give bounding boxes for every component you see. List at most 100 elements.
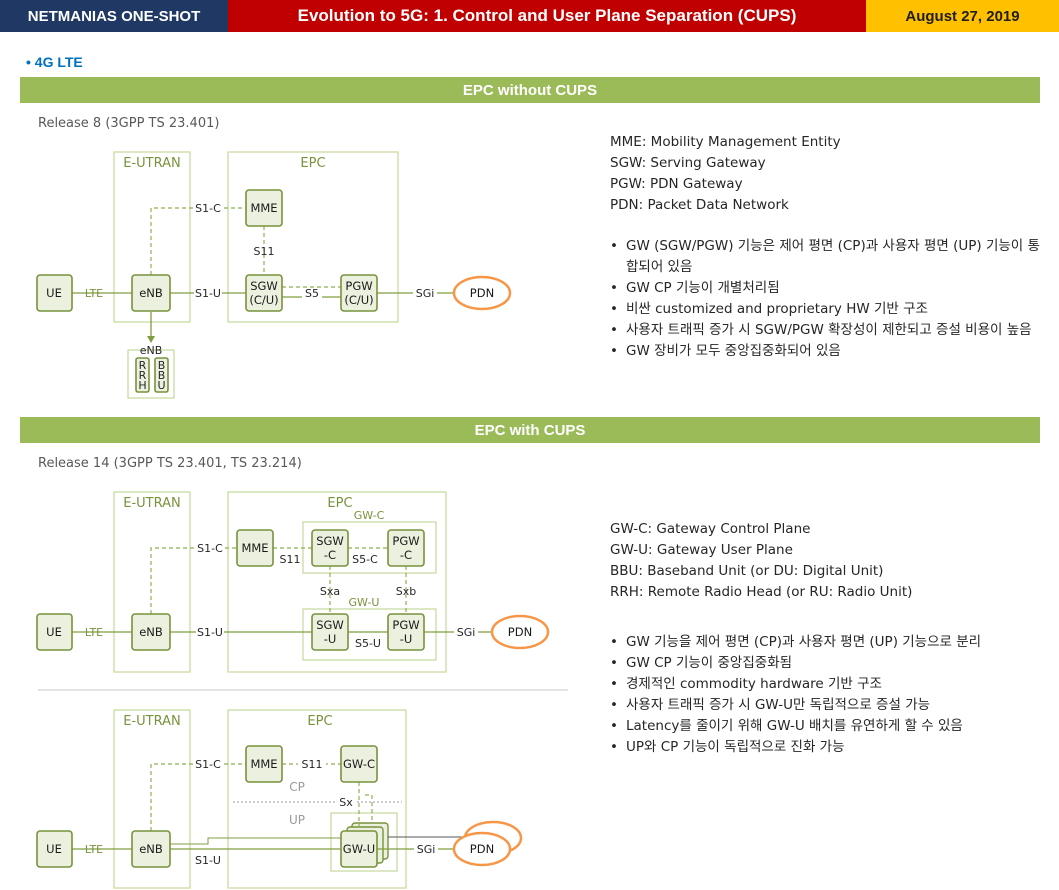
epc-label: EPC: [300, 156, 325, 171]
rrh-letter: H: [138, 379, 146, 392]
s1u-label: S1-U: [197, 626, 223, 639]
sgw-u-label: SGW: [316, 618, 344, 632]
bullet-item: 사용자 트래픽 증가 시 GW-U만 독립적으로 증설 가능: [610, 695, 1040, 716]
s5u-label: S5-U: [355, 637, 381, 650]
gwc-label: GW-C: [343, 757, 375, 771]
rrh-letter: R: [139, 369, 147, 382]
release-note-8: Release 8 (3GPP TS 23.401): [38, 116, 220, 131]
release-note-14: Release 14 (3GPP TS 23.401, TS 23.214): [38, 456, 302, 471]
eutran-label: E-UTRAN: [123, 714, 180, 729]
enb-node: [131, 613, 171, 651]
definition-item: GW-C: Gateway Control Plane: [610, 521, 811, 537]
pdn-label: PDN: [508, 625, 532, 639]
s11-label: S11: [254, 245, 275, 258]
s5-label: S5: [305, 287, 319, 300]
sgw-mode-label: (C/U): [249, 293, 278, 307]
enb-label: eNB: [139, 842, 163, 856]
sgw-u-node: [311, 613, 349, 651]
enb-label: eNB: [139, 286, 163, 300]
epc-region: [227, 491, 447, 673]
sxa-label: Sxa: [320, 585, 340, 598]
bullet-item: Latency를 줄이기 위해 GW-U 배치를 유연하게 할 수 있음: [610, 716, 1040, 737]
eutran-region: [113, 709, 191, 889]
date-label: August 27, 2019: [866, 0, 1059, 32]
s5c-label: S5-C: [352, 553, 378, 566]
link-s1c: [150, 763, 246, 831]
pdn-label: PDN: [470, 286, 494, 300]
sgi-label: SGi: [457, 626, 476, 639]
definitions-2: GW-C: Gateway Control Plane GW-U: Gatewa…: [610, 519, 912, 603]
ue-label: UE: [46, 286, 62, 300]
eutran-region: [113, 151, 191, 323]
mme-node: [245, 189, 283, 227]
up-label: UP: [289, 813, 305, 827]
lte-label: LTE: [85, 287, 103, 300]
definition-item: PGW: PDN Gateway: [610, 176, 743, 192]
subheading-text: 4G LTE: [34, 54, 83, 70]
mme-label: MME: [250, 757, 277, 771]
sgw-label: SGW: [250, 279, 278, 293]
enb-node: [131, 274, 171, 312]
rrh-node: [135, 357, 150, 393]
section-bar-without-cups: EPC without CUPS: [20, 77, 1040, 103]
sgw-u-suffix: -U: [324, 632, 337, 646]
mme-node: [236, 529, 274, 567]
bullet-list-1: GW (SGW/PGW) 기능은 제어 평면 (CP)과 사용자 평면 (UP)…: [610, 236, 1040, 362]
gwu-pool-region: [330, 812, 398, 872]
pgw-label: PGW: [345, 279, 372, 293]
eutran-label: E-UTRAN: [123, 156, 180, 171]
sxb-label: Sxb: [396, 585, 416, 598]
enb-label: eNB: [139, 625, 163, 639]
section-subheading: • 4G LTE: [26, 54, 83, 70]
s1c-label: S1-C: [195, 758, 221, 771]
gwc-node: [340, 745, 378, 783]
sgw-node: [245, 274, 283, 312]
bbu-letter: B: [158, 359, 166, 372]
sgw-c-suffix: -C: [324, 548, 336, 562]
definitions-1: MME: Mobility Management Entity SGW: Ser…: [610, 132, 841, 216]
definition-item: PDN: Packet Data Network: [610, 197, 789, 213]
diagram-with-cups-release14: E-UTRAN EPC GW-C GW-U UE eNB MME SGW -C …: [36, 491, 550, 673]
ue-label: UE: [46, 625, 62, 639]
link-s1c: [150, 547, 237, 614]
epc-region: [227, 151, 399, 323]
pgw-node: [340, 274, 378, 312]
s1u-label: S1-U: [195, 287, 221, 300]
mme-label: MME: [241, 541, 268, 555]
enb-node: [131, 830, 171, 868]
ue-node: [36, 613, 73, 651]
section-bar-with-cups: EPC with CUPS: [20, 417, 1040, 443]
lte-label: LTE: [85, 626, 103, 639]
s11-label: S11: [302, 758, 323, 771]
epc-label: EPC: [327, 496, 352, 511]
bullet-item: GW 장비가 모두 중앙집중화되어 있음: [610, 341, 1040, 362]
page-title: Evolution to 5G: 1. Control and User Pla…: [228, 0, 866, 32]
gwu-label: GW-U: [343, 842, 375, 856]
bullet-item: 사용자 트래픽 증가 시 SGW/PGW 확장성이 제한되고 증설 비용이 높음: [610, 320, 1040, 341]
s11-label: S11: [280, 553, 301, 566]
rrh-letter: R: [139, 359, 147, 372]
sgi-label: SGi: [416, 287, 435, 300]
bullet-list-2: GW 기능을 제어 평면 (CP)과 사용자 평면 (UP) 기능으로 분리 G…: [610, 632, 1040, 758]
pdn-node: [452, 831, 512, 867]
s1u-label: S1-U: [195, 854, 221, 867]
pdn-node: [452, 275, 512, 311]
diagram-with-cups-generic: E-UTRAN EPC CP UP UE eNB MME GW-C GW-U P…: [36, 709, 523, 889]
ue-label: UE: [46, 842, 62, 856]
mme-node: [245, 745, 283, 783]
gwu-node: [340, 830, 378, 868]
gwc-region-label: GW-C: [354, 509, 385, 522]
mme-label: MME: [250, 201, 277, 215]
definition-item: SGW: Serving Gateway: [610, 155, 766, 171]
pgw-c-label: PGW: [392, 534, 419, 548]
bullet-item: GW 기능을 제어 평면 (CP)과 사용자 평면 (UP) 기능으로 분리: [610, 632, 1040, 653]
eutran-region: [113, 491, 191, 673]
pgw-c-node: [387, 529, 425, 567]
gwu-region-label: GW-U: [349, 596, 380, 609]
pgw-c-suffix: -C: [400, 548, 412, 562]
bullet-item: UP와 CP 기능이 독립적으로 진화 가능: [610, 737, 1040, 758]
eutran-label: E-UTRAN: [123, 496, 180, 511]
bullet-item: GW (SGW/PGW) 기능은 제어 평면 (CP)과 사용자 평면 (UP)…: [610, 236, 1040, 278]
pgw-mode-label: (C/U): [344, 293, 373, 307]
